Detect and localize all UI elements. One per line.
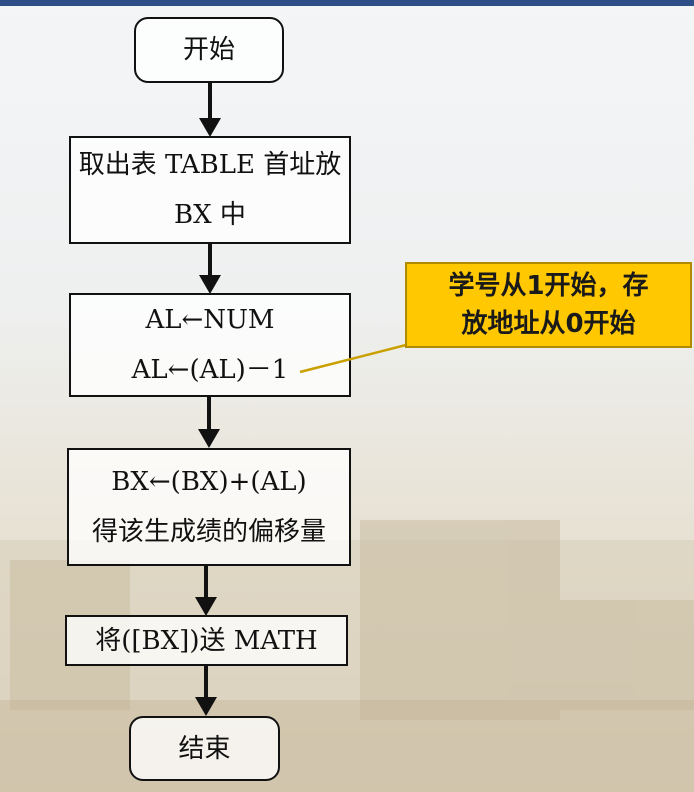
step-compute-offset: BX←(BX)+(AL) 得该生成绩的偏移量 [67,448,351,566]
top-accent-bar [0,0,694,6]
step3-line1: BX←(BX)+(AL) [111,467,307,497]
callout-line2: 放地址从0开始 [461,309,636,339]
step-store-math: 将([BX])送 MATH [65,615,348,666]
arrow-start-to-step1 [199,82,221,137]
step1-line1: 取出表 TABLE 首址放 [78,150,342,180]
step4-label: 将([BX])送 MATH [95,625,318,656]
start-label: 开始 [182,35,235,65]
callout-line1: 学号从1开始，存 [448,271,649,301]
step2-line2: AL←(AL)－1 [131,355,289,385]
step2-line1: AL←NUM [145,305,275,335]
end-label: 结束 [178,733,231,764]
arrow-step1-to-step2 [199,243,221,294]
start-node: 开始 [134,17,284,83]
arrow-step2-to-step3 [198,397,220,448]
step-load-table-address: 取出表 TABLE 首址放 BX 中 [69,136,351,244]
arrow-step4-to-end [195,665,217,716]
step3-line2: 得该生成绩的偏移量 [91,517,326,547]
annotation-callout: 学号从1开始，存 放地址从0开始 [405,262,692,348]
step-load-num: AL←NUM AL←(AL)－1 [69,293,351,397]
step1-line2: BX 中 [174,200,246,230]
arrow-step3-to-step4 [195,566,217,616]
end-node: 结束 [129,716,280,781]
